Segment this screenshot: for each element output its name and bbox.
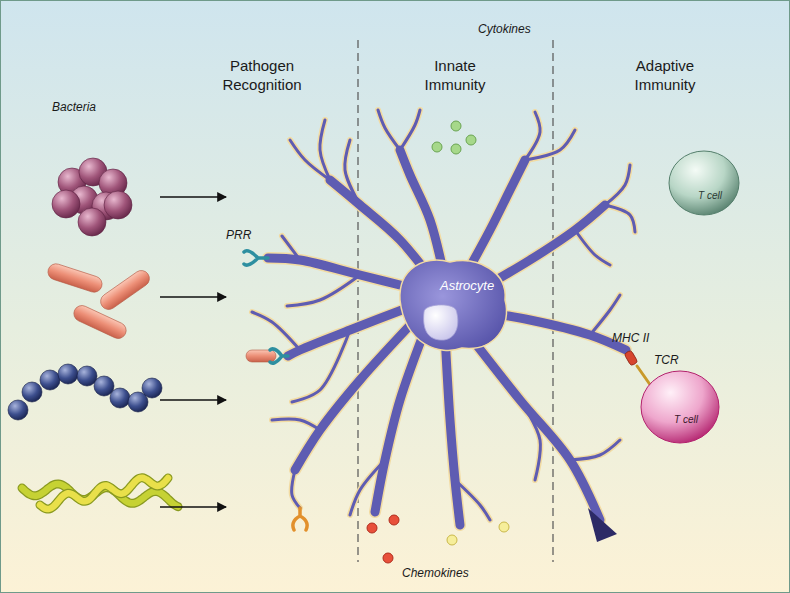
process-outline bbox=[288, 305, 415, 356]
streptococcus-cell bbox=[40, 370, 60, 390]
coccus-cell bbox=[104, 191, 132, 219]
t-cell-shape bbox=[668, 150, 740, 216]
mhc-ii-molecule bbox=[624, 350, 638, 366]
streptococcus-cell bbox=[142, 378, 162, 398]
astrocyte-process bbox=[465, 330, 600, 520]
rod-bacterium bbox=[97, 267, 152, 312]
arrow bbox=[160, 399, 226, 400]
astrocyte-process bbox=[288, 305, 415, 356]
astrocyte-process bbox=[290, 140, 330, 180]
chemokine-dots bbox=[367, 515, 509, 563]
process-outline bbox=[272, 419, 320, 430]
process-outline bbox=[465, 330, 600, 520]
molecule-label: Cytokines bbox=[478, 22, 568, 37]
t-cell: T cell bbox=[668, 150, 740, 216]
streptococcus-cell bbox=[110, 388, 130, 408]
process-outline bbox=[525, 112, 540, 160]
astrocyte-process bbox=[590, 295, 620, 335]
astrocyte-process bbox=[268, 258, 420, 290]
molecule-label: MHC II bbox=[612, 331, 672, 346]
label-holder: Pathogen Recognition bbox=[202, 57, 322, 95]
process-outline bbox=[252, 312, 300, 350]
process-outline bbox=[287, 275, 360, 306]
coccus-cell bbox=[52, 190, 80, 218]
nucleus bbox=[424, 305, 458, 340]
group-label: Bacteria bbox=[52, 100, 142, 115]
end-foot bbox=[588, 508, 617, 542]
t-cell-shape bbox=[640, 370, 720, 444]
t-cell-body bbox=[641, 371, 719, 443]
label-holder: Cytokines bbox=[478, 22, 568, 37]
astrocyte-shape bbox=[228, 100, 638, 560]
astrocyte-process bbox=[287, 275, 360, 306]
column-heading: Adaptive Immunity bbox=[615, 57, 715, 95]
bound-bacterium bbox=[246, 350, 276, 362]
label-holder: Innate Immunity bbox=[405, 57, 505, 95]
label-holder: MHC II bbox=[612, 331, 672, 346]
process-outline bbox=[445, 335, 460, 525]
tcr-stalk bbox=[637, 366, 651, 386]
astrocyte-process bbox=[570, 440, 620, 460]
process-outline bbox=[320, 120, 330, 180]
cell-name: Astrocyte bbox=[440, 278, 494, 293]
streptococcus-cell bbox=[8, 400, 28, 420]
process-outline bbox=[570, 440, 620, 460]
prr-receptor bbox=[244, 251, 268, 265]
process-outline bbox=[525, 130, 575, 160]
astrocyte-process bbox=[252, 312, 300, 350]
t-cell-name: T cell bbox=[698, 190, 722, 201]
receptor-label: PRR bbox=[226, 228, 266, 243]
coccus-cell bbox=[78, 208, 106, 236]
astrocyte-process bbox=[525, 130, 575, 160]
astrocyte-process bbox=[320, 120, 330, 180]
t-cell-body bbox=[669, 151, 739, 215]
astrocyte-process bbox=[272, 419, 320, 430]
astrocyte-body bbox=[400, 260, 507, 350]
process-outline bbox=[400, 110, 420, 150]
label-holder: PRR bbox=[226, 228, 266, 243]
astrocyte-process bbox=[575, 230, 610, 265]
streptococcus-cell bbox=[22, 382, 42, 402]
spirochete bbox=[40, 478, 168, 509]
bacteria-group bbox=[8, 158, 178, 509]
prr-receptor bbox=[270, 349, 288, 363]
column-divider bbox=[552, 40, 553, 562]
astrocyte-process bbox=[292, 470, 300, 508]
astrocyte-process bbox=[525, 112, 540, 160]
column-heading: Innate Immunity bbox=[405, 57, 505, 95]
label-holder: Adaptive Immunity bbox=[615, 57, 715, 95]
label-holder: Chemokines bbox=[402, 566, 502, 581]
receptor-label: TCR bbox=[654, 353, 694, 368]
spirochete-outline bbox=[40, 478, 168, 509]
astrocyte-process bbox=[445, 335, 460, 525]
streptococcus-cell bbox=[58, 364, 78, 384]
label-holder: Bacteria bbox=[52, 100, 142, 115]
astrocyte-process bbox=[605, 205, 635, 232]
arrow bbox=[160, 506, 226, 507]
arrow bbox=[160, 196, 226, 197]
prr-receptor bbox=[293, 508, 307, 530]
column-divider bbox=[357, 40, 358, 562]
astrocyte-process bbox=[605, 165, 630, 205]
arrow bbox=[160, 296, 226, 297]
rod-bacterium bbox=[71, 303, 129, 341]
cytokine-dots bbox=[432, 121, 476, 154]
astrocyte-process bbox=[400, 110, 420, 150]
process-outline bbox=[378, 110, 400, 150]
molecule-label: Chemokines bbox=[402, 566, 502, 581]
astrocyte-cell: Astrocyte bbox=[228, 100, 638, 560]
process-outline bbox=[605, 165, 630, 205]
t-cell: T cell bbox=[640, 370, 720, 444]
column-heading: Pathogen Recognition bbox=[202, 57, 322, 95]
process-outline bbox=[575, 230, 610, 265]
label-holder: TCR bbox=[654, 353, 694, 368]
arrow-group bbox=[160, 197, 226, 507]
streptococcus-cell bbox=[77, 366, 97, 386]
process-outline bbox=[605, 205, 635, 232]
process-outline bbox=[590, 295, 620, 335]
rod-bacterium bbox=[46, 262, 104, 295]
astrocyte-process bbox=[378, 110, 400, 150]
t-cell-name: T cell bbox=[674, 414, 698, 425]
